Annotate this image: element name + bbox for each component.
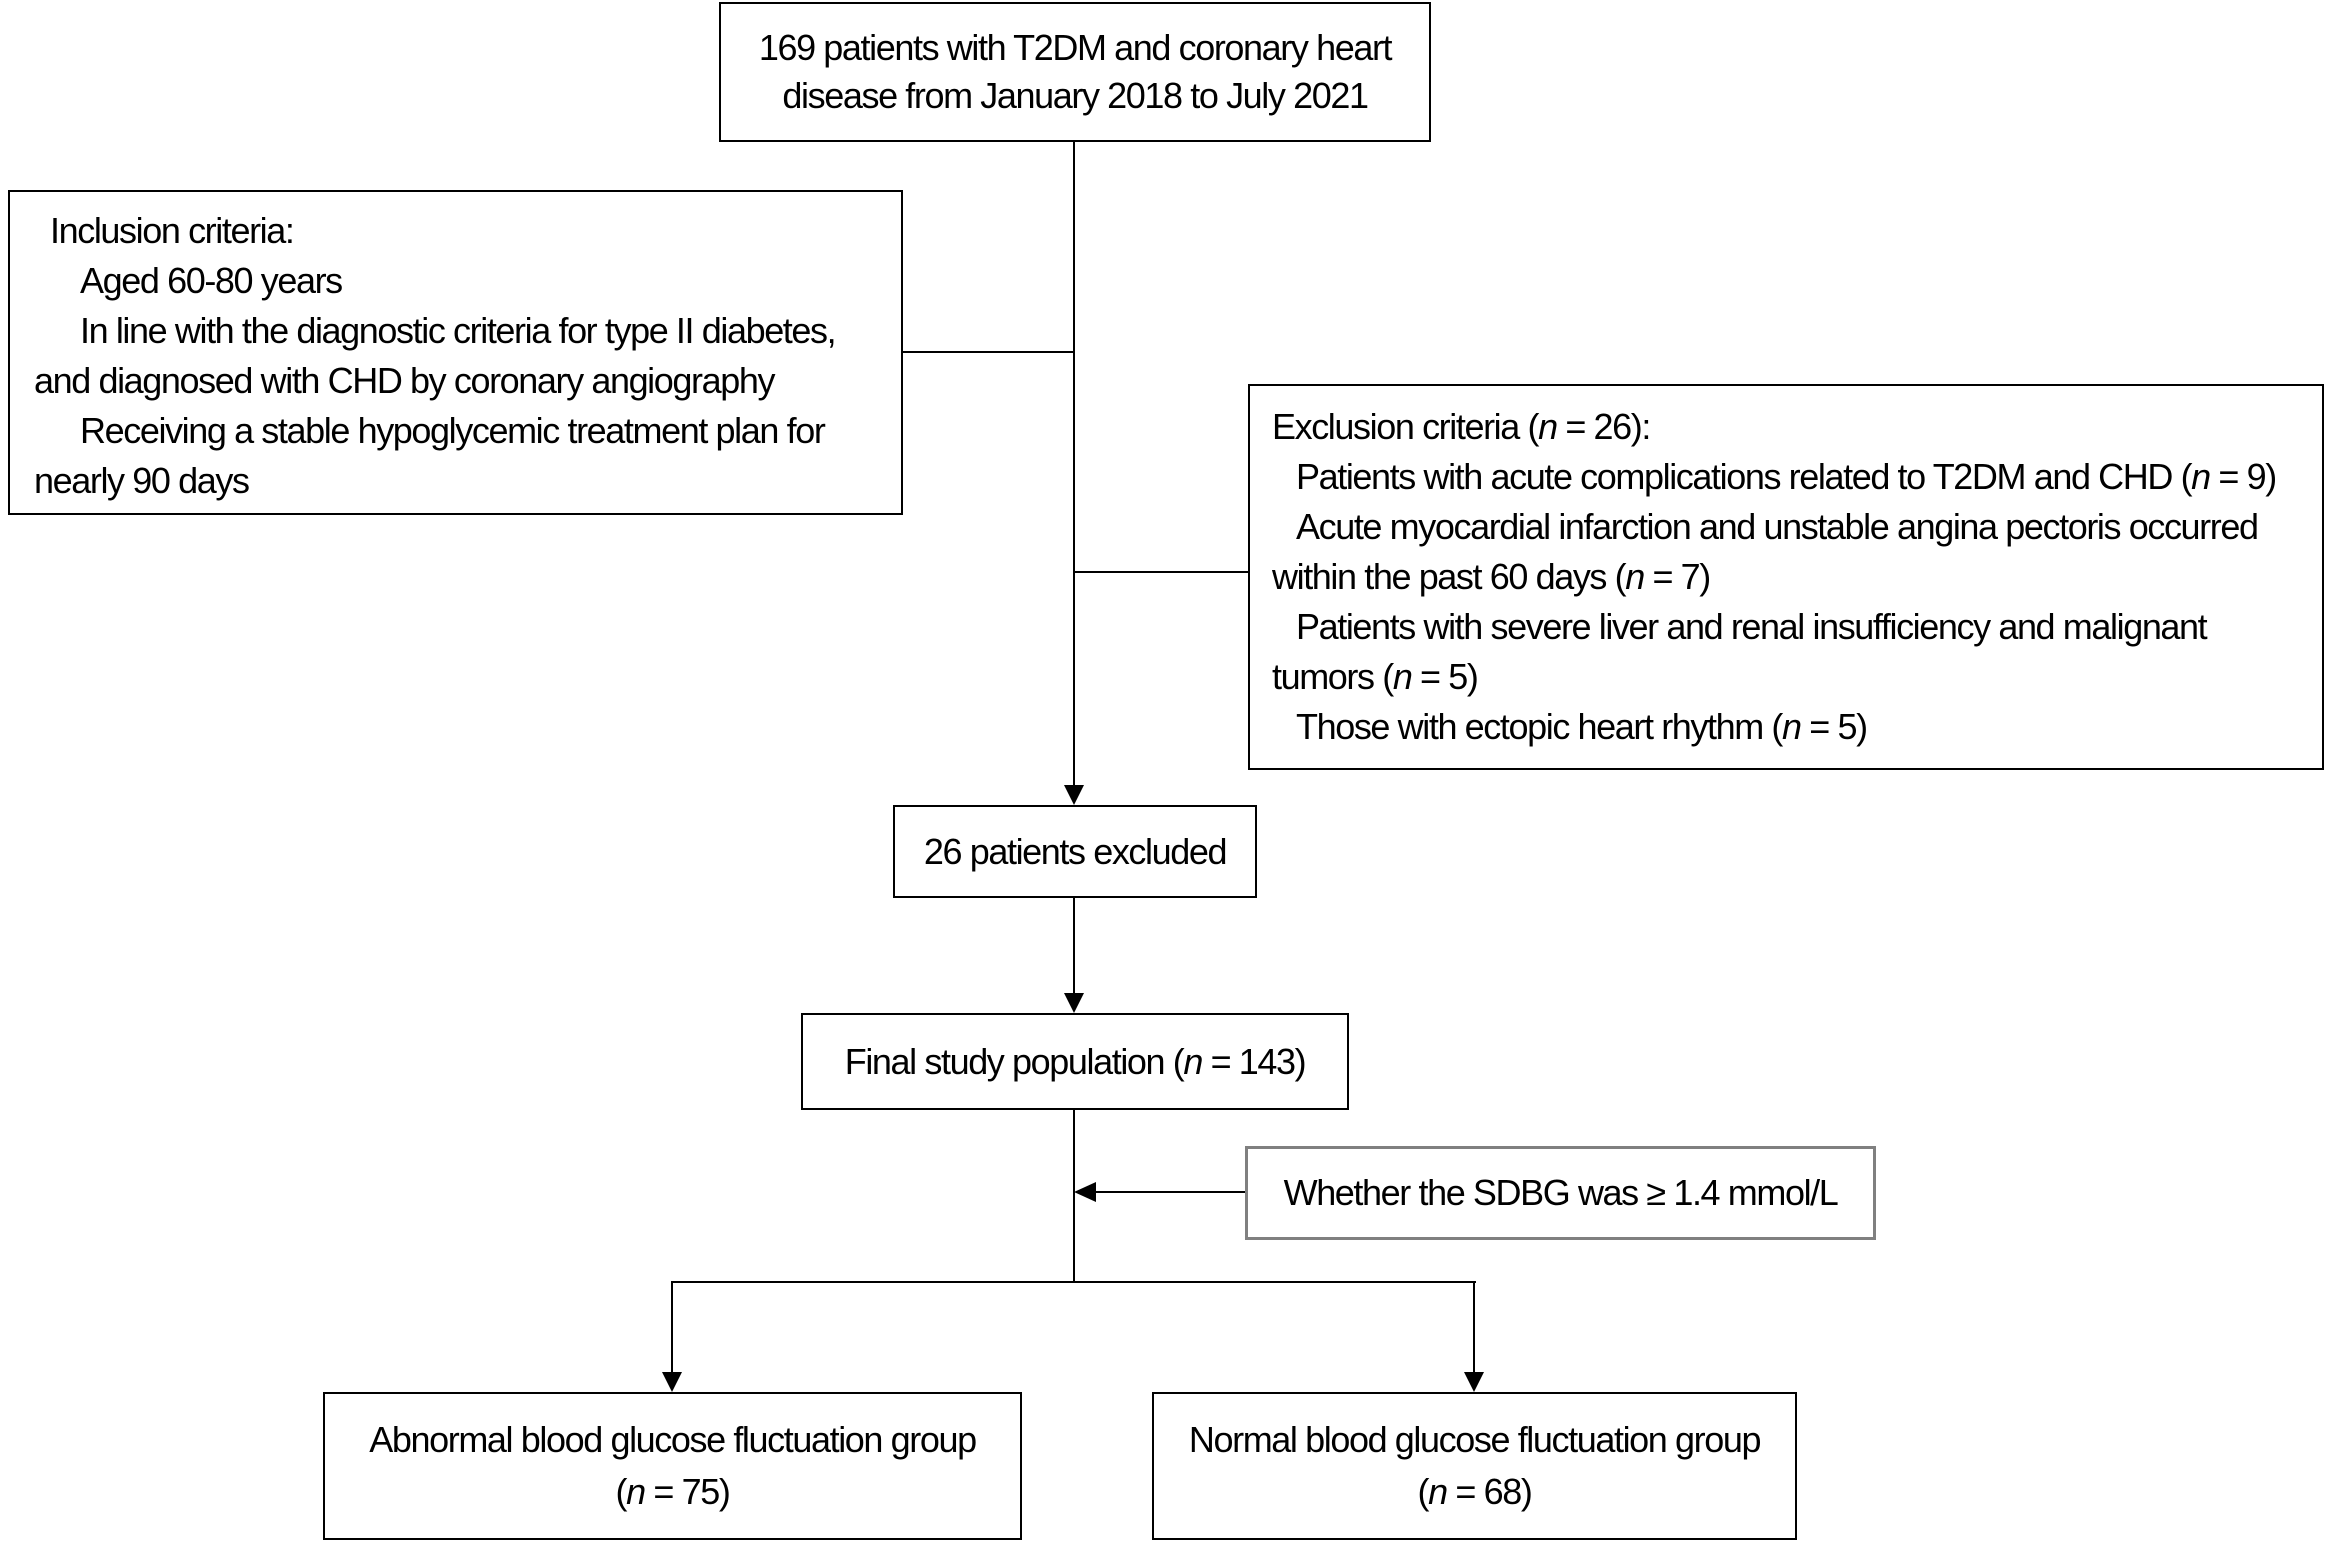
text-line: Normal blood glucose fluctuation group [1154,1414,1795,1466]
text-segment: Exclusion criteria ( [1272,406,1539,447]
arrowhead-into-normal-box [1464,1372,1484,1392]
text-segment: = 9) [2209,456,2277,497]
text-line: Abnormal blood glucose fluctuation group [325,1414,1020,1466]
text-line: nearly 90 days [34,456,893,506]
text-segment: disease from January 2018 to July 2021 [782,75,1369,116]
top-population-box: 169 patients with T2DM and coronary hear… [719,2,1431,142]
text-line: 26 patients excluded [895,827,1255,877]
italic-text-segment: n [1782,706,1802,747]
exclusion-criteria-box: Exclusion criteria (n = 26):Patients wit… [1248,384,2324,770]
text-line: Those with ectopic heart rhythm (n = 5) [1296,702,2316,752]
text-segment: Patients with severe liver and renal ins… [1296,606,2208,647]
connector-excluded-to-final [1073,898,1075,993]
text-segment: tumors ( [1272,656,1394,697]
text-line: Final study population (n = 143) [803,1037,1347,1087]
italic-text-segment: n [1392,656,1413,697]
abnormal-group-box: Abnormal blood glucose fluctuation group… [323,1392,1022,1540]
patients-excluded-box: 26 patients excluded [893,805,1257,898]
connector-exclusion-branch [1075,571,1248,573]
text-segment: = 5) [1800,706,1868,747]
text-line: Inclusion criteria: [50,206,893,256]
text-segment: ( [615,1471,628,1512]
connector-split-to-normal [1473,1281,1475,1373]
text-segment: Patients with acute complications relate… [1296,456,2193,497]
text-segment: Those with ectopic heart rhythm ( [1296,706,1783,747]
text-segment: = 7) [1643,556,1711,597]
text-line: 169 patients with T2DM and coronary hear… [721,24,1429,72]
text-line: Patients with severe liver and renal ins… [1296,602,2316,652]
text-line: (n = 75) [325,1466,1020,1518]
text-segment: nearly 90 days [34,460,250,501]
text-segment: = 5) [1411,656,1479,697]
text-segment: Inclusion criteria: [50,210,295,251]
text-line: and diagnosed with CHD by coronary angio… [34,356,893,406]
text-segment: Aged 60-80 years [80,260,343,301]
text-line: Whether the SDBG was ≥ 1.4 mmol/L [1248,1168,1873,1218]
arrowhead-sdbg-to-flow [1074,1182,1096,1202]
text-segment: Receiving a stable hypoglycemic treatmen… [80,410,826,451]
text-line: Exclusion criteria (n = 26): [1272,402,2316,452]
sdbg-decision-box: Whether the SDBG was ≥ 1.4 mmol/L [1245,1146,1876,1240]
text-segment: = 26): [1556,406,1651,447]
inclusion-criteria-box: Inclusion criteria: Aged 60-80 years In li… [8,190,903,515]
connector-inclusion-branch [903,351,1074,353]
text-segment: within the past 60 days ( [1272,556,1627,597]
connector-top-to-excluded [1073,142,1075,788]
connector-split-to-abnormal [671,1281,673,1373]
text-line: Patients with acute complications relate… [1296,452,2316,502]
arrowhead-into-abnormal-box [662,1372,682,1392]
text-segment: ( [1417,1471,1430,1512]
italic-text-segment: n [1428,1471,1448,1512]
italic-text-segment: n [626,1471,646,1512]
text-line: within the past 60 days (n = 7) [1272,552,2316,602]
text-segment: 169 patients with T2DM and coronary hear… [758,27,1393,68]
italic-text-segment: n [2191,456,2211,497]
arrowhead-into-final-box [1064,993,1084,1013]
text-line: Aged 60-80 years [80,256,893,306]
italic-text-segment: n [1625,556,1645,597]
text-line: Acute myocardial infarction and unstable… [1296,502,2316,552]
text-segment: = 68) [1446,1471,1532,1512]
text-segment: Acute myocardial infarction and unstable… [1296,506,2259,547]
text-segment: = 75) [644,1471,730,1512]
text-segment: Abnormal blood glucose fluctuation group [369,1419,977,1460]
text-segment: 26 patients excluded [923,830,1228,872]
text-segment: Final study population ( [844,1040,1185,1082]
text-segment: Normal blood glucose fluctuation group [1188,1419,1762,1460]
normal-group-box: Normal blood glucose fluctuation group (n… [1152,1392,1797,1540]
text-segment: = 143) [1201,1040,1307,1082]
text-segment: In line with the diagnostic criteria for… [80,310,837,351]
text-segment: Whether the SDBG was ≥ 1.4 mmol/L [1283,1172,1839,1213]
text-segment: and diagnosed with CHD by coronary angio… [34,360,775,401]
text-line: Receiving a stable hypoglycemic treatmen… [80,406,893,456]
connector-split-horizontal [672,1281,1476,1283]
connector-sdbg-arrow [1096,1191,1245,1193]
text-line: disease from January 2018 to July 2021 [721,72,1429,120]
text-line: tumors (n = 5) [1272,652,2316,702]
text-line: In line with the diagnostic criteria for… [80,306,893,356]
final-population-box: Final study population (n = 143) [801,1013,1349,1110]
italic-text-segment: n [1183,1040,1203,1082]
arrowhead-into-excluded-box [1064,785,1084,805]
italic-text-segment: n [1538,406,1558,447]
text-line: (n = 68) [1154,1466,1795,1518]
